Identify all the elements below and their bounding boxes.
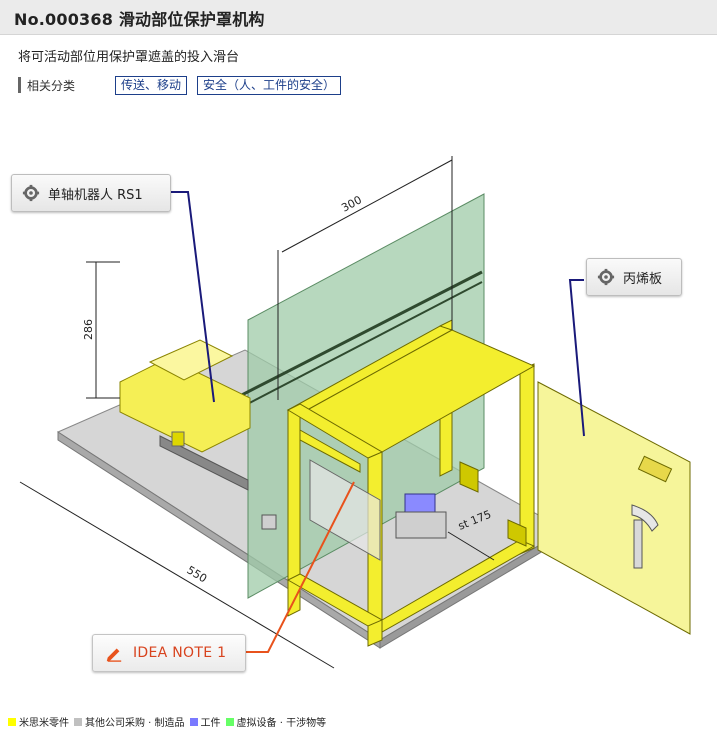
page-title: No.000368 滑动部位保护罩机构: [14, 10, 265, 29]
axis-robot-bolt: [171, 431, 185, 447]
guard-rail-lower: [235, 281, 483, 411]
door-plate: [637, 455, 673, 483]
legend-swatch: [189, 717, 198, 726]
legend-label: 米思米零件: [19, 718, 69, 729]
tag-safety[interactable]: 安全（人、工件的安全）: [197, 75, 342, 95]
category-marker: [18, 77, 21, 93]
callout-panel[interactable]: 丙烯板: [586, 258, 682, 296]
guard-rail: [231, 270, 483, 402]
acrylic-door: [537, 381, 691, 635]
dim-300-label: 300: [339, 193, 364, 214]
legend-item: 虚拟设备 · 干涉物等: [225, 714, 327, 729]
legend-label: 虚拟设备 · 干涉物等: [236, 718, 327, 729]
leader-panel: [568, 279, 585, 437]
legend-swatch: [225, 717, 234, 726]
dimension-lines: [19, 156, 495, 669]
page-description: 将可活动部位用保护罩遮盖的投入滑台: [18, 50, 240, 65]
gear-icon: [22, 184, 40, 202]
slide-cover: [309, 459, 381, 561]
legend-item: 工件: [189, 714, 221, 729]
door-latch: [631, 504, 659, 532]
workpiece: [404, 493, 436, 515]
corner-bracket: [507, 519, 527, 547]
leader-rs1: [170, 191, 215, 403]
tag-transport[interactable]: 传送、移动: [115, 75, 188, 95]
category-label: 相关分类: [27, 78, 76, 93]
legend-swatch: [74, 717, 82, 726]
legend-label: 其他公司采购 · 制造品: [85, 718, 185, 729]
door-handle: [633, 519, 643, 569]
page-header: No.000368 滑动部位保护罩机构: [0, 0, 717, 35]
legend-swatch: [8, 717, 16, 726]
axis-robot-rail: [159, 435, 249, 491]
idea-note-label: IDEA NOTE 1: [133, 645, 227, 661]
legend-label: 工件: [200, 718, 221, 729]
corner-bracket: [459, 461, 479, 493]
callout-rs1[interactable]: 单轴机器人 RS1: [11, 174, 171, 212]
workpiece-holder: [395, 511, 447, 539]
legend-item: 米思米零件: [8, 714, 69, 729]
callout-rs1-label: 单轴机器人 RS1: [48, 187, 143, 203]
mount-block: [261, 514, 277, 530]
category-row: 相关分类 传送、移动 安全（人、工件的安全）: [18, 75, 351, 95]
pencil-icon: [106, 648, 122, 662]
gear-icon: [597, 268, 615, 286]
color-legend: 米思米零件 其他公司采购 · 制造品 工件 虚拟设备 · 干涉物等: [8, 714, 331, 729]
dim-286-label: 286: [82, 319, 95, 340]
axis-robot-top: [148, 339, 234, 381]
legend-item: 其他公司采购 · 制造品: [74, 714, 185, 729]
idea-note-button[interactable]: IDEA NOTE 1: [92, 634, 246, 672]
callout-panel-label: 丙烯板: [623, 271, 663, 287]
leader-idea: [244, 481, 355, 653]
